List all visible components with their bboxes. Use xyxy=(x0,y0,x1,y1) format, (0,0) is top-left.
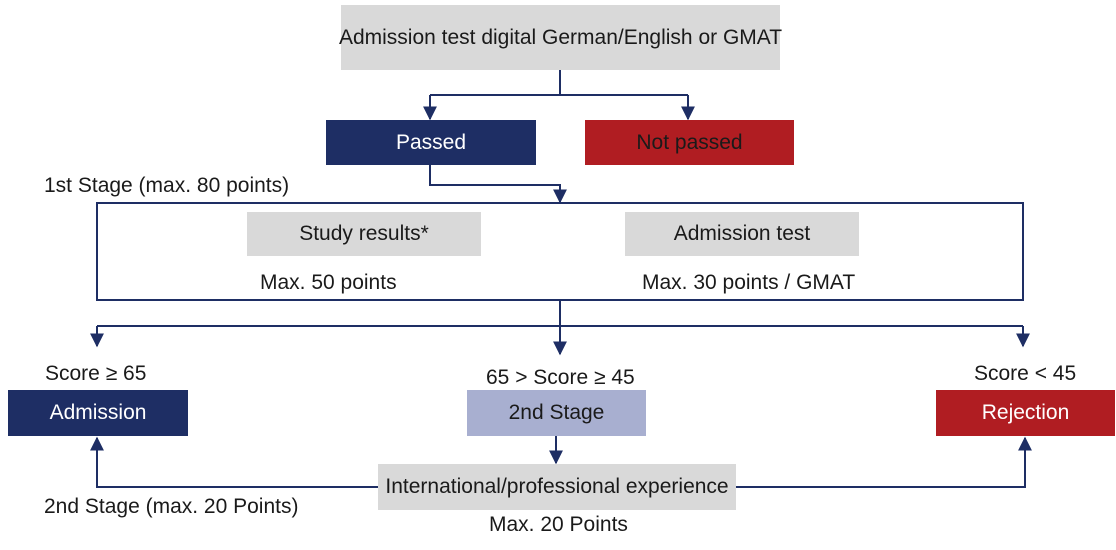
not-passed-box: Not passed xyxy=(585,120,794,165)
arrow-experience-to-admission xyxy=(90,436,378,488)
max-30-label: Max. 30 points / GMAT xyxy=(642,271,856,294)
admission-box: Admission xyxy=(8,390,188,436)
arrow-passed-to-stage1 xyxy=(429,165,567,204)
score-high-label: Score ≥ 65 xyxy=(45,362,147,385)
score-low-label: Score < 45 xyxy=(974,362,1077,385)
first-stage-label: 1st Stage (max. 80 points) xyxy=(44,174,290,197)
admission-test-top-box: Admission test digital German/English or… xyxy=(339,5,782,70)
second-stage-box: 2nd Stage xyxy=(467,390,646,436)
rejection-box: Rejection xyxy=(936,390,1115,436)
max-50-label: Max. 50 points xyxy=(260,271,397,294)
experience-box: International/professional experience xyxy=(378,464,736,510)
arrow-experience-to-rejection xyxy=(736,436,1032,488)
study-results-box: Study results* xyxy=(247,212,481,256)
max-20-label: Max. 20 Points xyxy=(489,513,628,536)
passed-box: Passed xyxy=(326,120,536,165)
admission-test-box: Admission test xyxy=(625,212,859,256)
connector-top-split xyxy=(430,70,688,96)
connector-stage1-split xyxy=(97,300,1023,327)
score-mid-label: 65 > Score ≥ 45 xyxy=(486,366,635,389)
second-stage-points-label: 2nd Stage (max. 20 Points) xyxy=(44,495,299,518)
first-stage-container xyxy=(96,202,1024,301)
